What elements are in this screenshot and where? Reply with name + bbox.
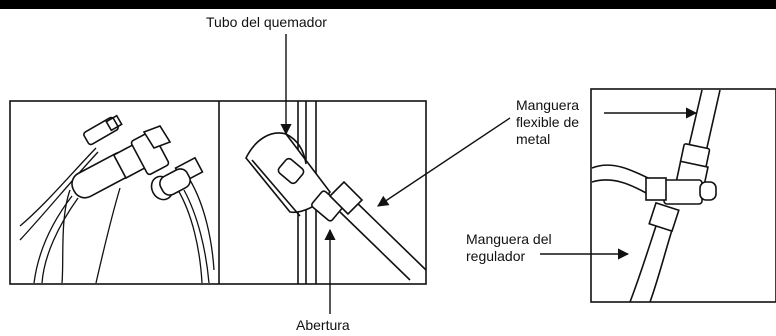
leader-arrows [280, 34, 698, 314]
label-opening: Abertura [296, 317, 350, 333]
label-flexible-hose-line-3: metal [516, 131, 551, 147]
label-flexible-hose-line-2: flexible de [516, 114, 580, 130]
top-dark-band [0, 0, 776, 9]
label-regulator-hose: Manguera del regulador [466, 231, 552, 265]
flex-hose-segment [328, 180, 427, 281]
right-panel [590, 88, 776, 303]
label-regulator-hose-line-2: regulador [466, 248, 526, 264]
left-panel-frame [9, 100, 427, 285]
label-burner-tube: Tubo del quemador [206, 14, 327, 30]
tee-fitting [663, 179, 703, 205]
thermocouple-cables [19, 147, 215, 284]
label-flexible-hose: Manguera flexible de metal [516, 97, 579, 148]
label-regulator-hose-line-1: Manguera del [466, 231, 552, 247]
left-panel [9, 100, 427, 285]
fitting-nut [150, 156, 204, 201]
small-probe [83, 114, 123, 146]
label-flexible-hose-line-1: Manguera [516, 97, 580, 113]
thermocouple-body [71, 125, 172, 199]
arrow-flex-hose-left [377, 117, 511, 207]
burner-nozzle [245, 132, 343, 222]
right-panel-frame [590, 88, 776, 303]
